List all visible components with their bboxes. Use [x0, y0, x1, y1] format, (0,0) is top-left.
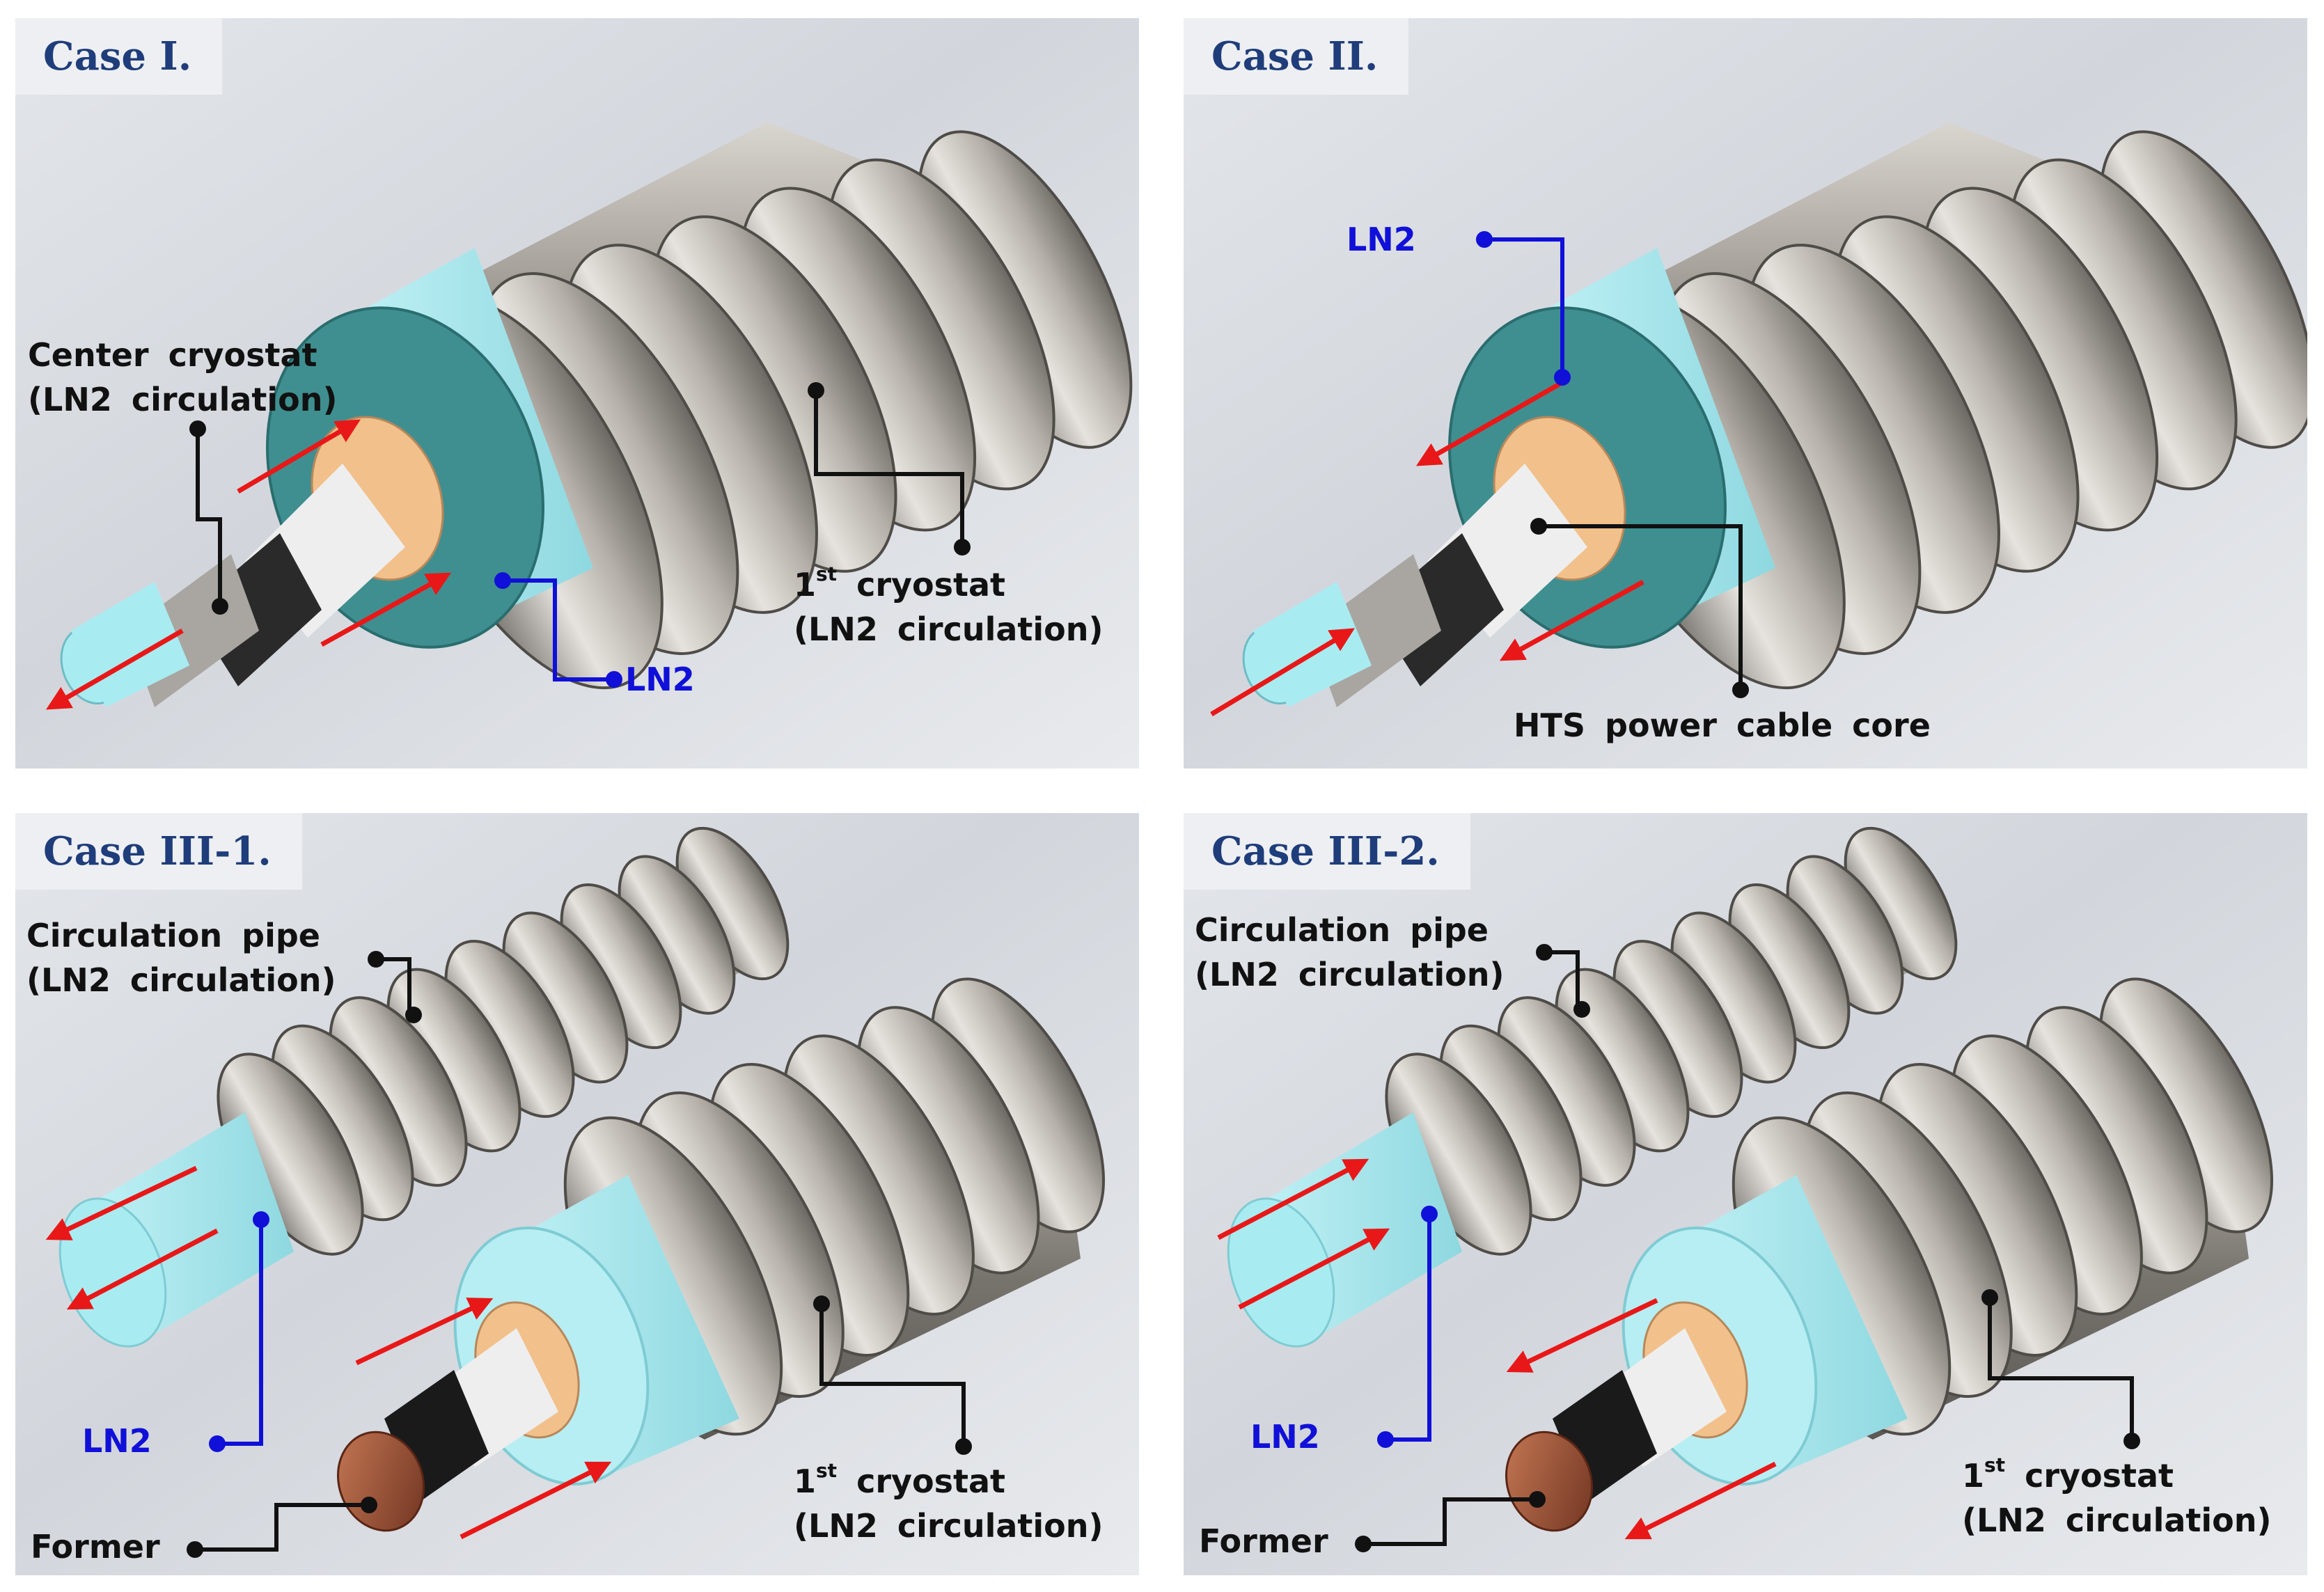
- label-line: (LN2 circulation): [1962, 1502, 2272, 1539]
- label-first-cryostat: 1st cryostat (LN2 circulation): [1962, 1453, 2272, 1543]
- label-word: cryostat: [856, 1463, 1006, 1500]
- circulation-pipe: [58, 826, 790, 1348]
- label-ln2: LN2: [82, 1422, 152, 1460]
- label-former: Former: [31, 1528, 160, 1566]
- case-1-illustration: [15, 18, 1139, 769]
- leader-lines: [187, 951, 972, 1558]
- case-3-2-illustration: [1184, 813, 2307, 1575]
- outer-cryostat-corrugated-pipe: [391, 123, 1133, 690]
- flow-arrow: [237, 419, 361, 494]
- label-first-cryostat: 1st cryostat (LN2 circulation): [794, 562, 1104, 652]
- label-first-cryostat: 1st cryostat (LN2 circulation): [794, 1459, 1104, 1548]
- case-title: Case III-2.: [1184, 813, 1470, 890]
- case-title: Case III-1.: [15, 813, 302, 890]
- flow-arrows: [1217, 1158, 1777, 1540]
- case-3-1-illustration: [15, 813, 1139, 1575]
- flow-arrow: [460, 1461, 612, 1540]
- leader-lines: [1355, 944, 2140, 1552]
- leader-lines: [189, 382, 971, 688]
- panel-case-1: Case I. Center cryostat (LN2 circulation…: [15, 18, 1139, 769]
- panel-case-2: Case II. LN2 HTS power cable core: [1184, 18, 2307, 769]
- label-line: 1st cryostat: [794, 1459, 1006, 1501]
- flow-arrow: [1217, 1158, 1369, 1240]
- flow-arrow: [1499, 579, 1644, 661]
- label-center-cryostat: Center cryostat (LN2 circulation): [28, 333, 338, 422]
- flow-arrow: [1210, 628, 1356, 717]
- superscript: st: [816, 1459, 838, 1482]
- label-line: (LN2 circulation): [794, 610, 1104, 648]
- label-line: Circulation pipe: [26, 917, 320, 954]
- outer-cryostat-corrugated-pipe: [336, 977, 1106, 1532]
- flow-arrow: [320, 572, 452, 647]
- flow-arrow: [45, 1165, 198, 1240]
- label-line: (LN2 circulation): [794, 1507, 1104, 1545]
- flow-arrow: [1415, 377, 1568, 466]
- flow-arrow: [1624, 1461, 1777, 1540]
- label-hts-power-cable-core: HTS power cable core: [1514, 707, 1931, 744]
- label-ln2: LN2: [625, 661, 695, 698]
- flow-arrow: [66, 1228, 219, 1310]
- label-circulation-pipe: Circulation pipe (LN2 circulation): [1195, 908, 1505, 997]
- label-line: 1st cryostat: [1962, 1453, 2174, 1495]
- superscript: st: [1984, 1453, 2006, 1476]
- label-line: Center cryostat: [28, 336, 317, 374]
- label-line: (LN2 circulation): [1195, 956, 1505, 993]
- flow-arrow: [1238, 1228, 1390, 1310]
- panel-case-3-2: Case III-2. Circulation pipe (LN2 circul…: [1184, 813, 2307, 1575]
- superscript: st: [816, 562, 838, 585]
- leader-lines: [1476, 231, 1749, 698]
- flow-arrows: [45, 1165, 612, 1540]
- flow-arrow: [45, 628, 184, 710]
- label-ln2: LN2: [1250, 1418, 1320, 1456]
- label-word: cryostat: [856, 566, 1006, 604]
- flow-arrow: [1506, 1298, 1658, 1373]
- label-line: 1st cryostat: [794, 562, 1006, 604]
- label-word: cryostat: [2025, 1457, 2174, 1495]
- case-2-illustration: [1184, 18, 2307, 769]
- flow-arrow: [355, 1298, 494, 1366]
- label-ln2: LN2: [1346, 221, 1416, 258]
- label-line: Circulation pipe: [1195, 911, 1489, 949]
- flow-arrows: [45, 419, 452, 710]
- outer-cryostat-corrugated-pipe: [1505, 977, 2274, 1532]
- flow-arrows: [1210, 377, 1644, 717]
- circulation-pipe: [1227, 826, 1958, 1348]
- case-title: Case I.: [15, 18, 223, 95]
- panel-case-3-1: Case III-1. Circulation pipe (LN2 circul…: [15, 813, 1139, 1575]
- label-line: (LN2 circulation): [26, 961, 336, 999]
- label-line: (LN2 circulation): [28, 381, 338, 418]
- case-title: Case II.: [1184, 18, 1409, 95]
- label-former: Former: [1199, 1522, 1328, 1560]
- label-circulation-pipe: Circulation pipe (LN2 circulation): [26, 913, 336, 1002]
